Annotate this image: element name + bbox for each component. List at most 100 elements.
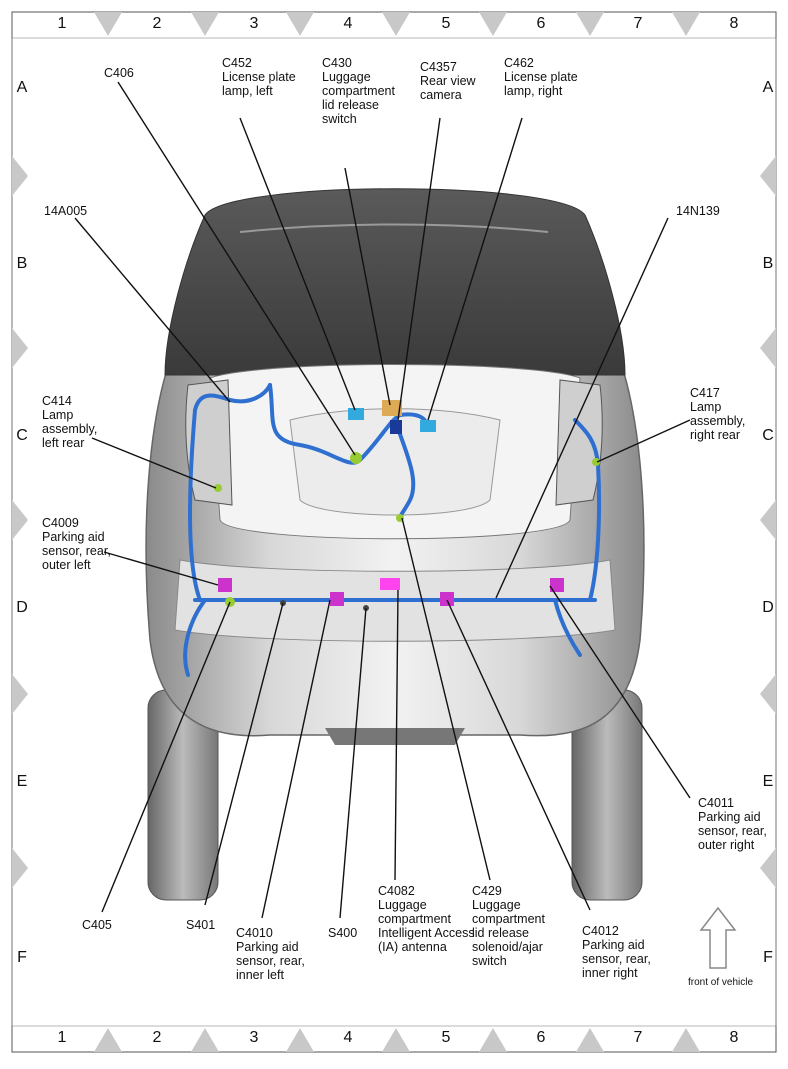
grid-row-label-left: A: [16, 79, 28, 96]
roof-and-rear-window: [164, 188, 626, 376]
label-c4009: C4009 Parking aid sensor, rear, outer le…: [42, 516, 111, 572]
grid-column-label-bottom: 3: [249, 1029, 259, 1046]
connector-c4009: [218, 578, 232, 592]
grid-marker-top: [94, 12, 122, 36]
grid-marker-right: [760, 500, 776, 540]
leader-c4009: [103, 551, 219, 586]
grid-column-label-top: 8: [729, 15, 739, 32]
label-c4082: C4082 Luggage compartment Intelligent Ac…: [378, 884, 475, 954]
grid-column-label-bottom: 1: [57, 1029, 67, 1046]
trunk-latch-harness: [393, 418, 416, 520]
leader-14n139: [495, 217, 669, 599]
grid-marker-bottom: [286, 1028, 314, 1052]
grid-marker-bottom: [191, 1028, 219, 1052]
connector-c4082: [380, 578, 400, 590]
grid-marker-left: [12, 156, 28, 196]
leader-c429: [401, 517, 491, 881]
wiring-harness: [183, 383, 602, 677]
left-rear-lamp: [185, 379, 233, 506]
right-rear-lamp: [555, 379, 603, 506]
grid-marker-right: [760, 674, 776, 714]
connector-c4010: [330, 592, 344, 606]
leader-c452: [239, 117, 356, 411]
grid-column-label-top: 6: [536, 15, 546, 32]
connector-c417: [592, 458, 600, 466]
grid-column-label-bottom: 7: [633, 1029, 643, 1046]
rear-tyres: [147, 689, 643, 901]
grid-row-label-left: E: [16, 773, 28, 790]
grid-row-label-right: E: [762, 773, 774, 790]
grid-marker-bottom: [576, 1028, 604, 1052]
label-c429: C429 Luggage compartment lid release sol…: [472, 884, 545, 968]
lower-diffuser: [325, 728, 465, 745]
grid-marker-bottom: [479, 1028, 507, 1052]
grid-column-label-bottom: 5: [441, 1029, 451, 1046]
label-c4010: C4010 Parking aid sensor, rear, inner le…: [236, 926, 305, 982]
leader-c417: [596, 419, 691, 463]
grid-marker-left: [12, 848, 28, 888]
right-lower-harness: [553, 598, 582, 657]
grid-column-label-top: 1: [57, 15, 67, 32]
up-arrow-icon: [699, 906, 737, 969]
grid-marker-right: [760, 328, 776, 368]
grid-column-label-bottom: 8: [729, 1029, 739, 1046]
grid-marker-top: [479, 12, 507, 36]
connector-c4357: [390, 420, 402, 434]
grid-marker-top: [286, 12, 314, 36]
leader-c4011: [549, 585, 691, 799]
grid-row-label-right: C: [762, 427, 774, 444]
leader-c4012: [446, 599, 591, 911]
grid-column-label-top: 4: [343, 15, 353, 32]
grid-row-label-right: F: [763, 949, 773, 966]
connector-c462: [420, 420, 436, 432]
leader-s401: [204, 602, 284, 906]
grid-marker-top: [382, 12, 410, 36]
label-c406: C406: [104, 66, 134, 80]
roof-highlight: [239, 223, 549, 233]
grid-row-label-left: C: [16, 427, 28, 444]
grid-row-label-left: F: [17, 949, 27, 966]
front-of-vehicle-arrow: [699, 906, 737, 969]
label-s400: S400: [328, 926, 358, 940]
trunk-lid-harness-left: [268, 383, 362, 465]
left-branch-harness: [188, 383, 272, 602]
grid-markers: [12, 12, 776, 1052]
grid-column-label-bottom: 6: [536, 1029, 546, 1046]
leader-c406: [117, 81, 356, 456]
grid-marker-right: [760, 848, 776, 888]
label-c4357: C4357 Rear view camera: [420, 60, 476, 102]
grid-row-label-left: D: [16, 599, 28, 616]
right-branch-harness: [573, 418, 602, 602]
leader-c4010: [261, 599, 331, 919]
label-front-of-vehicle: front of vehicle: [688, 977, 754, 988]
grid-row-label-right: D: [762, 599, 774, 616]
grid-column-label-top: 5: [441, 15, 451, 32]
grid-column-label-bottom: 4: [343, 1029, 353, 1046]
grid-marker-left: [12, 674, 28, 714]
label-c4011: C4011 Parking aid sensor, rear, outer ri…: [698, 796, 767, 852]
label-c417: C417 Lamp assembly, right rear: [690, 386, 746, 442]
grid-column-label-top: 7: [633, 15, 643, 32]
label-c462: C462 License plate lamp, right: [504, 56, 578, 98]
grid-row-label-right: A: [762, 79, 774, 96]
label-c405: C405: [82, 918, 112, 932]
connector-c406: [350, 452, 362, 464]
leader-c405: [101, 601, 231, 913]
grid-marker-bottom: [672, 1028, 700, 1052]
label-14a005: 14A005: [44, 204, 88, 218]
grid-marker-top: [672, 12, 700, 36]
label-c4012: C4012 Parking aid sensor, rear, inner ri…: [582, 924, 651, 980]
grid-marker-right: [760, 156, 776, 196]
leader-c430: [344, 167, 391, 406]
leader-lines: [74, 81, 691, 919]
grid-marker-bottom: [382, 1028, 410, 1052]
grid-marker-bottom: [94, 1028, 122, 1052]
grid-row-label-right: B: [762, 255, 774, 272]
label-c430: C430 Luggage compartment lid release swi…: [322, 56, 395, 126]
left-lower-harness: [183, 598, 207, 677]
leader-c462: [427, 117, 523, 421]
label-c414: C414 Lamp assembly, left rear: [42, 394, 98, 450]
connector-c430: [382, 400, 402, 416]
